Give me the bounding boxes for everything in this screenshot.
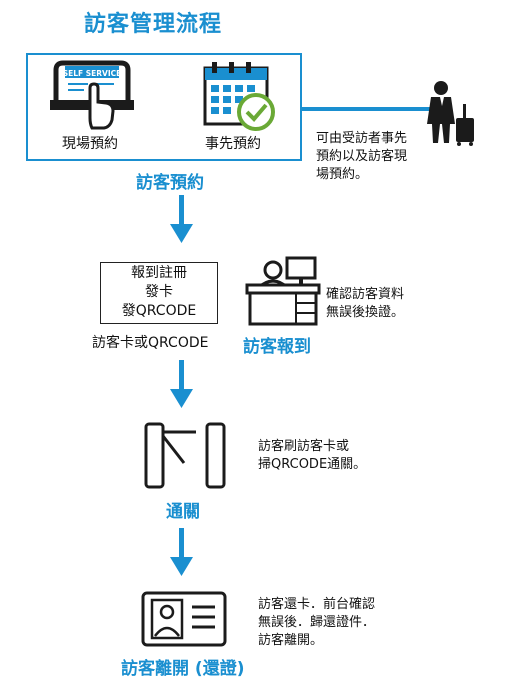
reservation-note: 可由受訪者事先預約以及訪客現場預約。 — [316, 131, 408, 182]
page-title: 訪客管理流程 — [84, 12, 223, 37]
turnstile-icon — [144, 422, 226, 489]
registration-box: 報到註冊發卡發QRCODE — [100, 262, 218, 324]
arrow-3 — [170, 528, 193, 576]
advance-reservation-label: 事先預約 — [205, 136, 261, 152]
checkin-note: 確認訪客資料無誤後換證。 — [326, 287, 405, 320]
arrow-2 — [170, 360, 193, 408]
id-card-icon — [141, 591, 227, 647]
onsite-reservation-label: 現場預約 — [62, 136, 118, 152]
kiosk-icon: SELF SERVICE — [50, 60, 134, 130]
step-reservation-name: 訪客預約 — [136, 173, 204, 193]
reservation-box — [26, 53, 302, 161]
step-checkin-name: 訪客報到 — [243, 337, 311, 357]
reception-desk-icon — [245, 256, 321, 326]
step-pass-name: 通關 — [166, 502, 200, 522]
calendar-icon — [203, 62, 275, 131]
visitor-card-label: 訪客卡或QRCODE — [92, 335, 209, 351]
pass-note: 訪客刷訪客卡或掃QRCODE通關。 — [258, 439, 367, 472]
exit-note: 訪客還卡．前台確認無誤後．歸還證件．訪客離開。 — [258, 597, 376, 648]
arrow-1 — [170, 195, 193, 243]
step-exit-name: 訪客離開 (還證) — [121, 659, 245, 679]
traveler-icon — [427, 81, 474, 146]
kiosk-text: SELF SERVICE — [63, 69, 122, 78]
